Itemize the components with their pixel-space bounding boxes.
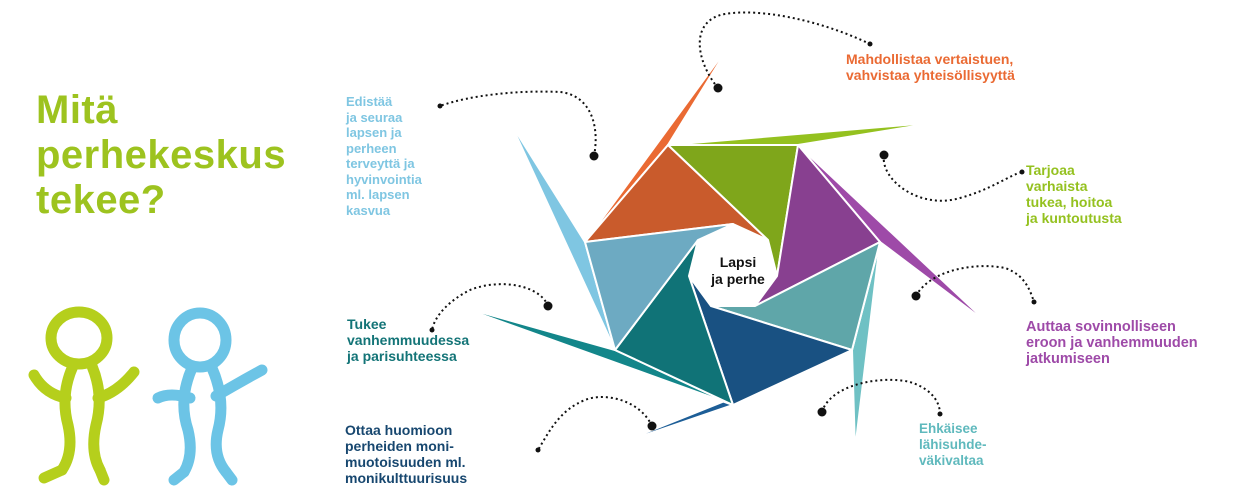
page-title: Mitä perhekeskus tekee?	[36, 88, 296, 223]
aqua-label-line: Ehkäisee	[919, 421, 978, 436]
lime-dotted-arrow	[882, 154, 1023, 202]
center-label: Lapsi ja perhe	[673, 254, 803, 288]
aqua-dotted-arrow	[821, 378, 941, 415]
lightblue-arrow-head	[437, 103, 443, 109]
lightblue-label-line: ml. lapsen	[346, 187, 410, 202]
purple-label-line: eroon ja vanhemmuuden	[1026, 335, 1198, 351]
teal-arrow-head	[429, 327, 435, 333]
teal-label-line: vanhemmuudessa	[347, 332, 470, 348]
lightblue-dotted-arrow	[439, 90, 597, 157]
orange-dotted-arrow	[698, 11, 871, 89]
lightblue-label-line: Edistää	[346, 94, 393, 109]
teal-arrow-dot	[543, 301, 553, 311]
purple-label-line: Auttaa sovinnolliseen	[1026, 319, 1176, 335]
purple-dotted-arrow	[915, 265, 1035, 303]
lime-label-line: varhaista	[1026, 178, 1088, 194]
label-orange: Mahdollistaa vertaistuen,vahvistaa yhtei…	[846, 51, 1015, 83]
lightblue-label-line: perheen	[346, 140, 397, 156]
lightblue-label-line: ja seuraa	[346, 109, 403, 125]
lightblue-label-line: kasvua	[346, 202, 391, 218]
title-line-2: perhekeskus	[36, 133, 287, 177]
lightblue-label-line: lapsen ja	[346, 125, 402, 140]
center-hub	[689, 224, 777, 306]
aqua-label-line: lähisuhde-	[919, 437, 987, 452]
navy-label-line: monikulttuurisuus	[345, 470, 468, 486]
blue-figure-icon	[152, 307, 268, 486]
aqua-label-line: väkivaltaa	[919, 453, 984, 468]
lime-arrow-dot	[879, 150, 889, 160]
navy-arrow-dot	[647, 421, 657, 431]
navy-arrow-head	[535, 447, 541, 453]
navy-dotted-arrow	[537, 396, 653, 451]
teal-dotted-arrow	[431, 283, 549, 331]
navy-label-line: Ottaa huomioon	[345, 422, 453, 438]
aqua-arrow-head	[937, 411, 943, 417]
lime-label-line: ja kuntoutusta	[1026, 210, 1122, 226]
navy-label-line: perheiden moni-	[345, 438, 454, 454]
orange-arrow-head	[867, 41, 873, 47]
lime-figure-icon	[28, 306, 140, 486]
lightblue-label-line: terveyttä ja	[346, 156, 415, 171]
navy-label-line: muotoisuuden ml.	[345, 454, 466, 470]
lightblue-arrow-dot	[589, 151, 599, 161]
center-line-1: Lapsi	[719, 254, 757, 270]
teal-label-line: Tukee	[347, 316, 387, 332]
center-line-2: ja perhe	[711, 271, 765, 287]
lime-label-line: tukea, hoitoa	[1026, 194, 1113, 210]
purple-label-line: jatkumiseen	[1026, 351, 1110, 367]
orange-label-line: vahvistaa yhteisöllisyyttä	[846, 67, 1015, 83]
purple-arrow-dot	[911, 291, 921, 301]
title-line-3: tekee?	[36, 178, 166, 222]
title-line-1: Mitä	[36, 88, 118, 132]
lime-arrow-head	[1019, 169, 1025, 175]
purple-arrow-head	[1031, 299, 1037, 305]
two-figures-illustration	[28, 306, 268, 486]
orange-label-line: Mahdollistaa vertaistuen,	[846, 51, 1014, 67]
lime-tip	[667, 121, 941, 146]
aqua-arrow-dot	[817, 407, 827, 417]
teal-label-line: ja parisuhteessa	[347, 348, 457, 364]
orange-arrow-dot	[713, 83, 723, 93]
lightblue-label-line: hyvinvointia	[346, 171, 422, 187]
lime-label-line: Tarjoaa	[1026, 162, 1075, 178]
